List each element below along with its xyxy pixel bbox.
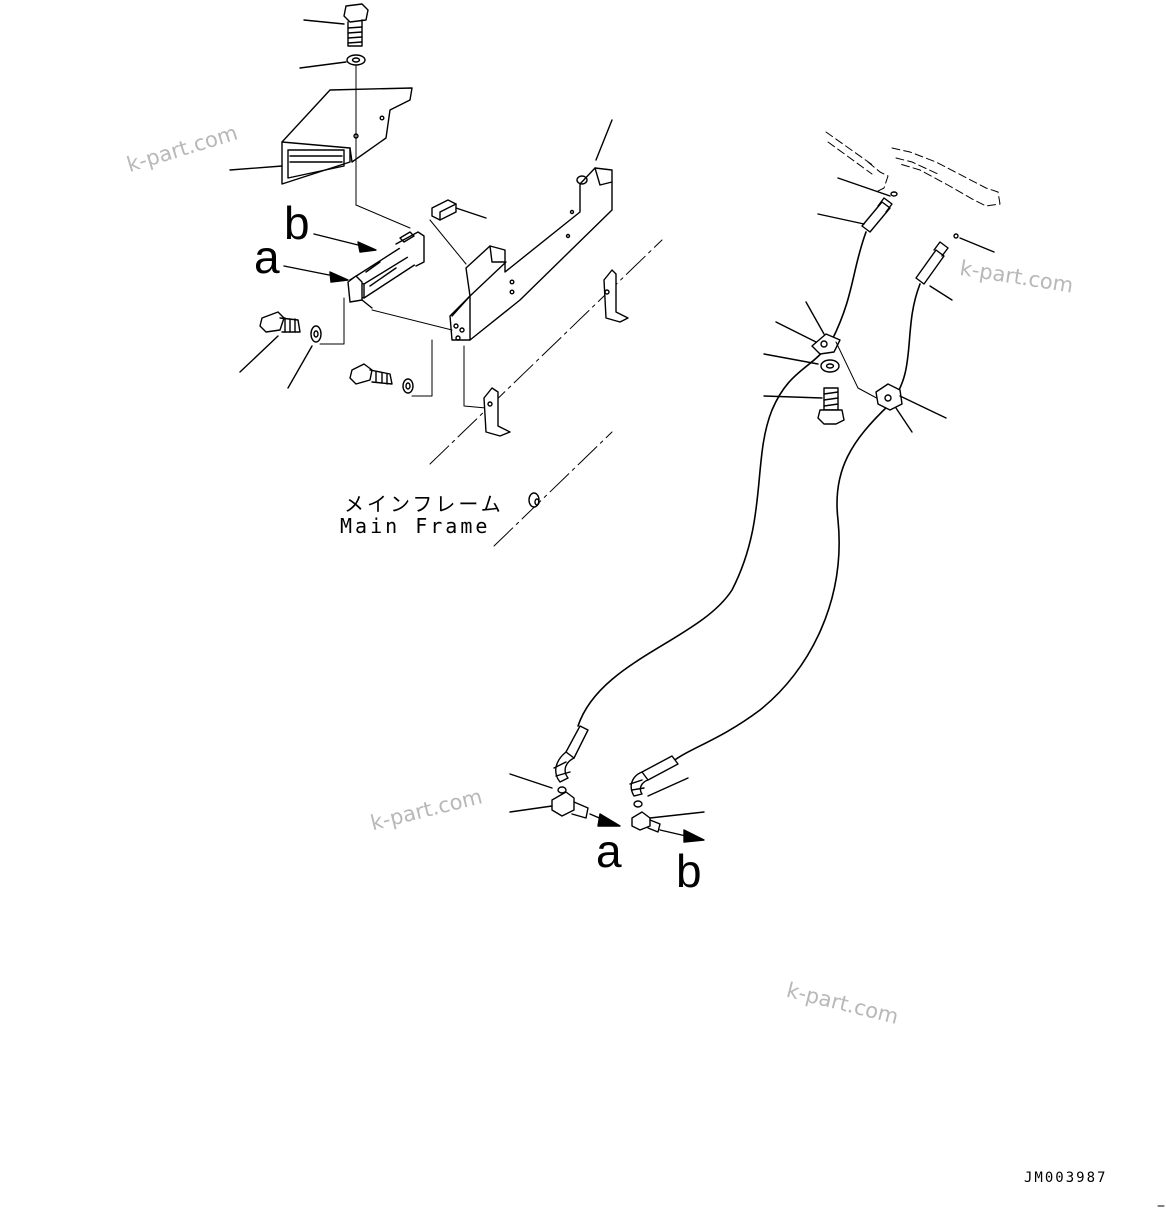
callout-letter-b: b (676, 845, 702, 897)
frame-clips (483, 269, 629, 508)
assembly-guide-lines (319, 219, 487, 409)
callout-arrow-a-bottom (589, 813, 621, 827)
middle-bolt (349, 363, 393, 385)
callout-letter-a: a (596, 825, 622, 877)
main-bracket (449, 119, 613, 341)
clamp-bolt (763, 387, 845, 425)
hose-clamp-upper (775, 301, 885, 403)
callout-arrow-a-top (283, 265, 349, 283)
middle-washer (402, 378, 414, 394)
hose-end-a (509, 725, 589, 819)
left-bolt (239, 311, 301, 373)
callout-letter-b: b (284, 197, 310, 249)
top-bolt (303, 3, 369, 47)
drawing-code: JM003987 (1024, 1170, 1108, 1186)
phantom-pipes (825, 131, 1001, 207)
main-frame-label-jp: メインフレーム (344, 492, 504, 516)
callout-arrow-b-bottom (659, 829, 705, 843)
cover-plate (229, 87, 413, 185)
valve-block (347, 231, 425, 309)
main-frame-label-en: Main Frame (340, 514, 491, 538)
small-fitting (431, 199, 487, 221)
callout-arrow-b-top (313, 233, 377, 253)
left-washer (287, 325, 322, 389)
hose-b (671, 283, 921, 763)
hose-a (577, 231, 867, 727)
main-frame-outline (429, 239, 663, 547)
hose-end-b (629, 755, 705, 833)
right-upper-fittings (817, 177, 995, 301)
clamp-washer (763, 353, 840, 373)
hose-clamp-lower (875, 383, 947, 433)
top-washer (299, 54, 366, 69)
callout-letter-a: a (254, 231, 280, 283)
